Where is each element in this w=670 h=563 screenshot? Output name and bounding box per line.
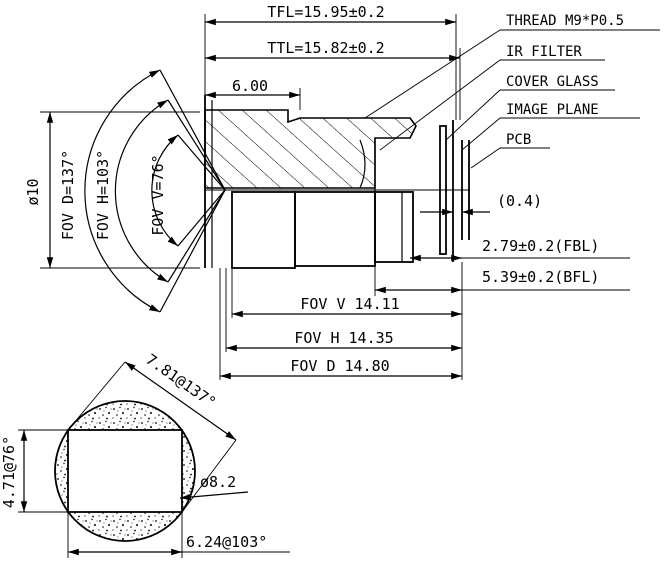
horiz-label: 6.24@103°: [186, 533, 267, 551]
fov-d-arc: [84, 69, 161, 313]
circle-label: ø8.2: [200, 473, 236, 491]
fov-h-arc: [114, 99, 169, 283]
fov-d-dist-label: FOV D 14.80: [290, 357, 389, 375]
diameter-label: ø10: [24, 178, 42, 205]
diag-label: 7.81@137°: [142, 350, 219, 411]
barrel-front: [231, 191, 296, 269]
pcb-label: PCB: [506, 132, 531, 148]
fov-d-label: FOV D=137°: [59, 150, 77, 240]
sensor-area: [67, 429, 183, 513]
lens-side-view: [204, 95, 470, 269]
vert-label: 4.71@76°: [0, 436, 18, 508]
image-circle-view: 7.81@137° 4.71@76° 6.24@103° ø8.2: [0, 350, 290, 558]
ir-filter: [439, 125, 447, 255]
gap-label: (0.4): [497, 192, 542, 210]
ttl-label: TTL=15.82±0.2: [267, 39, 384, 57]
fov-distances: FOV V 14.11 FOV H 14.35 FOV D 14.80: [219, 262, 463, 380]
barrel-rear: [374, 191, 414, 263]
ir-filter-label: IR FILTER: [506, 44, 582, 60]
bfl-label: 5.39±0.2(BFL): [482, 268, 599, 286]
top-dimensions: TFL=15.95±0.2 TTL=15.82±0.2 6.00: [204, 3, 461, 120]
diameter-dimension: ø10: [24, 111, 200, 269]
fov-fans: [84, 69, 226, 313]
lens-housing: [204, 109, 417, 189]
front-length-label: 6.00: [232, 77, 268, 95]
fov-v-dist-label: FOV V 14.11: [300, 295, 399, 313]
thread-label: THREAD M9*P0.5: [506, 13, 624, 29]
fov-v-label: FOV V=76°: [149, 154, 167, 235]
callouts: THREAD M9*P0.5 IR FILTER COVER GLASS IMA…: [364, 13, 660, 169]
back-dimensions: (0.4) 2.79±0.2(FBL) 5.39±0.2(BFL): [374, 192, 630, 296]
tfl-label: TFL=15.95±0.2: [267, 3, 384, 21]
fov-h-dist-label: FOV H 14.35: [294, 329, 393, 347]
barrel-middle: [294, 191, 376, 267]
image-plane-label: IMAGE PLANE: [506, 102, 599, 118]
fov-v-arc: [151, 134, 179, 247]
fov-h-label: FOV H=103°: [94, 150, 112, 240]
cover-glass-label: COVER GLASS: [506, 74, 599, 90]
fbl-label: 2.79±0.2(FBL): [482, 237, 599, 255]
